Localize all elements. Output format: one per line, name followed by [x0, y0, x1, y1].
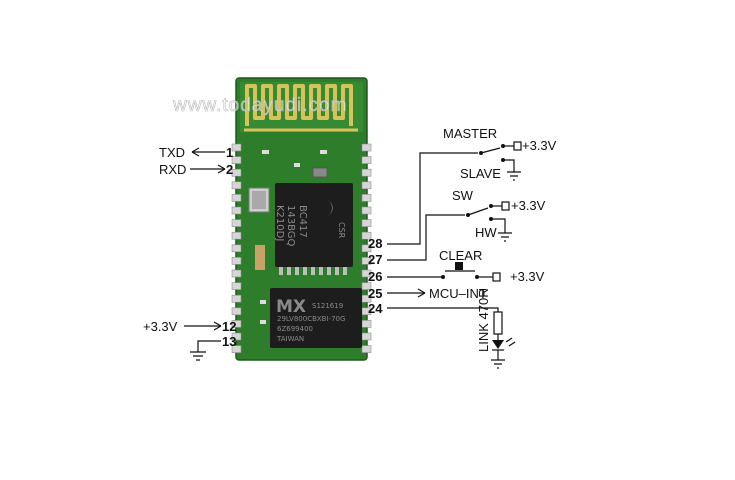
- left-pins: TXD 1 RXD 2 +3.3V 12 13: [143, 145, 236, 361]
- slave-label: SLAVE: [460, 166, 501, 181]
- left-pad: [231, 231, 242, 240]
- pin-13-number: 13: [222, 334, 236, 349]
- hw-ground-icon: [498, 232, 512, 242]
- right-pins: 28 27 26 25 24 MASTER SLAVE +3.3V SW HW …: [368, 126, 557, 369]
- left-pad: [231, 244, 242, 253]
- left-pad: [231, 345, 242, 353]
- flash-brand: MX: [276, 297, 306, 317]
- right-pad: [361, 282, 372, 290]
- led-ground-icon: [491, 359, 505, 369]
- led-resistor-label: LINK 470R: [476, 288, 491, 352]
- right-pad: [361, 231, 372, 240]
- clear-label: CLEAR: [439, 248, 482, 263]
- left-pad: [231, 282, 242, 290]
- csr-logo-icon: [328, 200, 333, 216]
- flash-marking-4: TAIWAN: [276, 335, 304, 343]
- pin-27-number: 27: [368, 252, 382, 267]
- pin-12-number: 12: [222, 319, 236, 334]
- resistor-icon: [493, 311, 503, 335]
- right-pad: [361, 219, 372, 227]
- flash-marking-1: S121619: [312, 302, 343, 310]
- pin-25-number: 25: [368, 286, 382, 301]
- smd-components: [248, 150, 328, 324]
- chip-leg: [335, 267, 339, 275]
- clear-supply-label: +3.3V: [510, 269, 545, 284]
- mcu-int-label: MCU–INT: [429, 286, 487, 301]
- left-pad: [231, 219, 242, 227]
- pin-28-number: 28: [368, 236, 382, 251]
- rxd-arrow-icon: [217, 164, 226, 174]
- slave-ground-icon: [507, 171, 521, 181]
- chip-marking-2: 143BGQ: [285, 205, 296, 247]
- pin-1-number: 1: [226, 145, 233, 160]
- left-pad: [231, 206, 242, 215]
- flash-chip: MX S121619 29LV800CBXBI-70G 6Z699400 TAI…: [270, 288, 362, 348]
- right-pad: [361, 345, 372, 353]
- chip-leg: [295, 267, 299, 275]
- right-pad: [361, 257, 372, 265]
- left-pad: [231, 257, 242, 265]
- left-pad: [231, 307, 242, 316]
- right-pad: [361, 332, 372, 341]
- left-pad: [231, 320, 242, 328]
- right-pad: [361, 320, 372, 328]
- hw-label: HW: [475, 225, 497, 240]
- master-supply-label: +3.3V: [522, 138, 557, 153]
- sw-label: SW: [452, 188, 474, 203]
- link-led-icon: [492, 337, 516, 351]
- pin-12-supply-label: +3.3V: [143, 319, 178, 334]
- pin-2-number: 2: [226, 162, 233, 177]
- chip-vendor: CSR: [337, 222, 346, 239]
- left-pad: [231, 143, 242, 152]
- pin-12-arrow-icon: [213, 321, 222, 331]
- left-pad: [231, 294, 242, 303]
- chip-marking-3: K210DJ: [274, 205, 285, 241]
- right-pad: [361, 269, 372, 278]
- antenna-trace: [245, 84, 353, 126]
- left-pad: [231, 181, 242, 190]
- right-pad: [361, 194, 372, 202]
- pin-13-ground-icon: [190, 351, 206, 361]
- sw-hw-switch-icon: [467, 207, 489, 216]
- chip-leg: [319, 267, 323, 275]
- chip-leg: [327, 267, 331, 275]
- right-pad: [361, 206, 372, 215]
- chip-leg: [279, 267, 283, 275]
- right-pad: [361, 168, 372, 177]
- flash-marking-3: 6Z699400: [277, 325, 313, 333]
- pin-24-number: 24: [368, 301, 383, 316]
- watermark: www.todayudi.com: [172, 95, 347, 116]
- left-pad: [231, 332, 242, 341]
- pin-26-number: 26: [368, 269, 382, 284]
- txd-arrow-icon: [191, 147, 200, 157]
- left-pad: [231, 168, 242, 177]
- right-pad: [361, 244, 372, 253]
- right-pad: [361, 181, 372, 190]
- chip-legs: [279, 267, 347, 275]
- right-pad: [361, 156, 372, 164]
- chip-leg: [303, 267, 307, 275]
- left-pad: [231, 156, 242, 164]
- chip-leg: [287, 267, 291, 275]
- master-label: MASTER: [443, 126, 497, 141]
- chip-leg: [311, 267, 315, 275]
- clear-pushbutton-icon: [445, 262, 475, 272]
- chip-leg: [343, 267, 347, 275]
- right-pad: [361, 143, 372, 152]
- castellated-pads: [231, 143, 372, 353]
- bluetooth-chip: BC417 143BGQ K210DJ CSR: [274, 183, 353, 275]
- master-slave-switch-icon: [480, 147, 501, 154]
- chip-marking-1: BC417: [297, 205, 308, 238]
- flash-marking-2: 29LV800CBXBI-70G: [277, 315, 345, 323]
- left-pad: [231, 269, 242, 278]
- sw-supply-label: +3.3V: [511, 198, 546, 213]
- rxd-label: RXD: [159, 162, 186, 177]
- left-pad: [231, 194, 242, 202]
- mcu-int-arrow-icon: [417, 288, 426, 298]
- txd-label: TXD: [159, 145, 185, 160]
